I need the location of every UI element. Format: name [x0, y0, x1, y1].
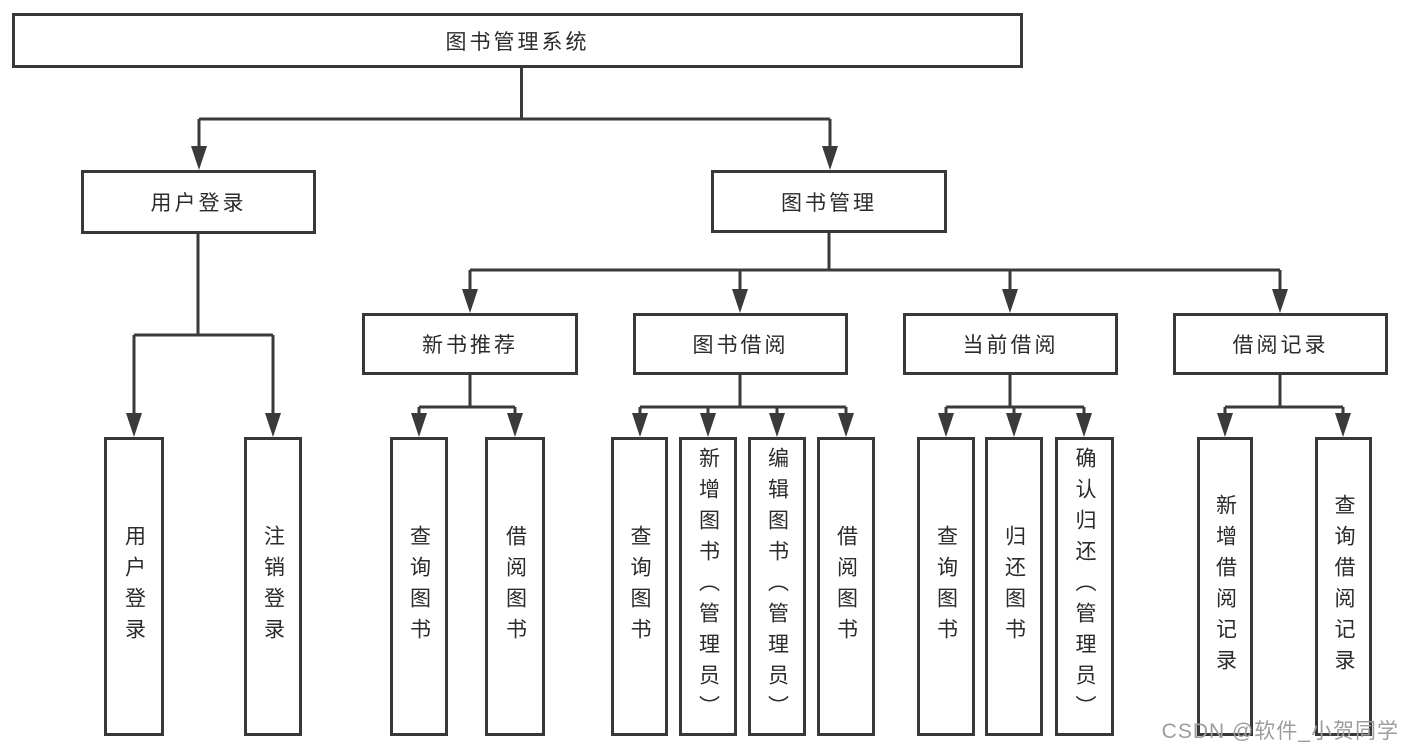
- node-leaf-borrow-books-b: 借阅图书: [817, 437, 875, 736]
- node-leaf-confirm-return-admin: 确认归还（管理员）: [1055, 437, 1114, 736]
- watermark: CSDN @软件_小贺同学: [1161, 720, 1399, 743]
- arrow-down-icon: [1002, 289, 1018, 313]
- arrow-down-icon: [507, 413, 523, 437]
- node-root-system: 图书管理系统: [12, 13, 1023, 68]
- arrow-down-icon: [838, 413, 854, 437]
- node-leaf-add-borrow-record: 新增借阅记录: [1197, 437, 1253, 736]
- node-book-management-module: 图书管理: [711, 170, 947, 233]
- arrow-down-icon: [411, 413, 427, 437]
- arrow-down-icon: [1272, 289, 1288, 313]
- arrow-down-icon: [700, 413, 716, 437]
- arrow-down-icon: [632, 413, 648, 437]
- arrow-down-icon: [769, 413, 785, 437]
- arrow-down-icon: [462, 289, 478, 313]
- node-leaf-user-login: 用户登录: [104, 437, 164, 736]
- arrow-down-icon: [1076, 413, 1092, 437]
- arrow-down-icon: [1217, 413, 1233, 437]
- node-leaf-add-books-admin: 新增图书（管理员）: [679, 437, 737, 736]
- node-leaf-query-books-b: 查询图书: [611, 437, 668, 736]
- arrow-down-icon: [938, 413, 954, 437]
- arrow-down-icon: [265, 413, 281, 437]
- connector-paths: [132, 68, 1345, 414]
- node-leaf-borrow-books-a: 借阅图书: [485, 437, 545, 736]
- node-new-book-recommend: 新书推荐: [362, 313, 578, 375]
- node-leaf-query-books-c: 查询图书: [917, 437, 975, 736]
- arrow-down-icon: [732, 289, 748, 313]
- node-current-borrowing: 当前借阅: [903, 313, 1118, 375]
- arrow-down-icon: [822, 146, 838, 170]
- arrow-down-icon: [126, 413, 142, 437]
- node-user-login-module: 用户登录: [81, 170, 316, 234]
- node-leaf-logout: 注销登录: [244, 437, 302, 736]
- arrow-down-icon: [191, 146, 207, 170]
- arrowheads: [126, 146, 1351, 437]
- node-book-borrowing: 图书借阅: [633, 313, 848, 375]
- node-leaf-query-borrow-record: 查询借阅记录: [1315, 437, 1372, 736]
- arrow-down-icon: [1006, 413, 1022, 437]
- node-leaf-query-books-a: 查询图书: [390, 437, 448, 736]
- node-borrowing-records: 借阅记录: [1173, 313, 1388, 375]
- node-leaf-edit-books-admin: 编辑图书（管理员）: [748, 437, 806, 736]
- arrow-down-icon: [1335, 413, 1351, 437]
- node-leaf-return-books: 归还图书: [985, 437, 1043, 736]
